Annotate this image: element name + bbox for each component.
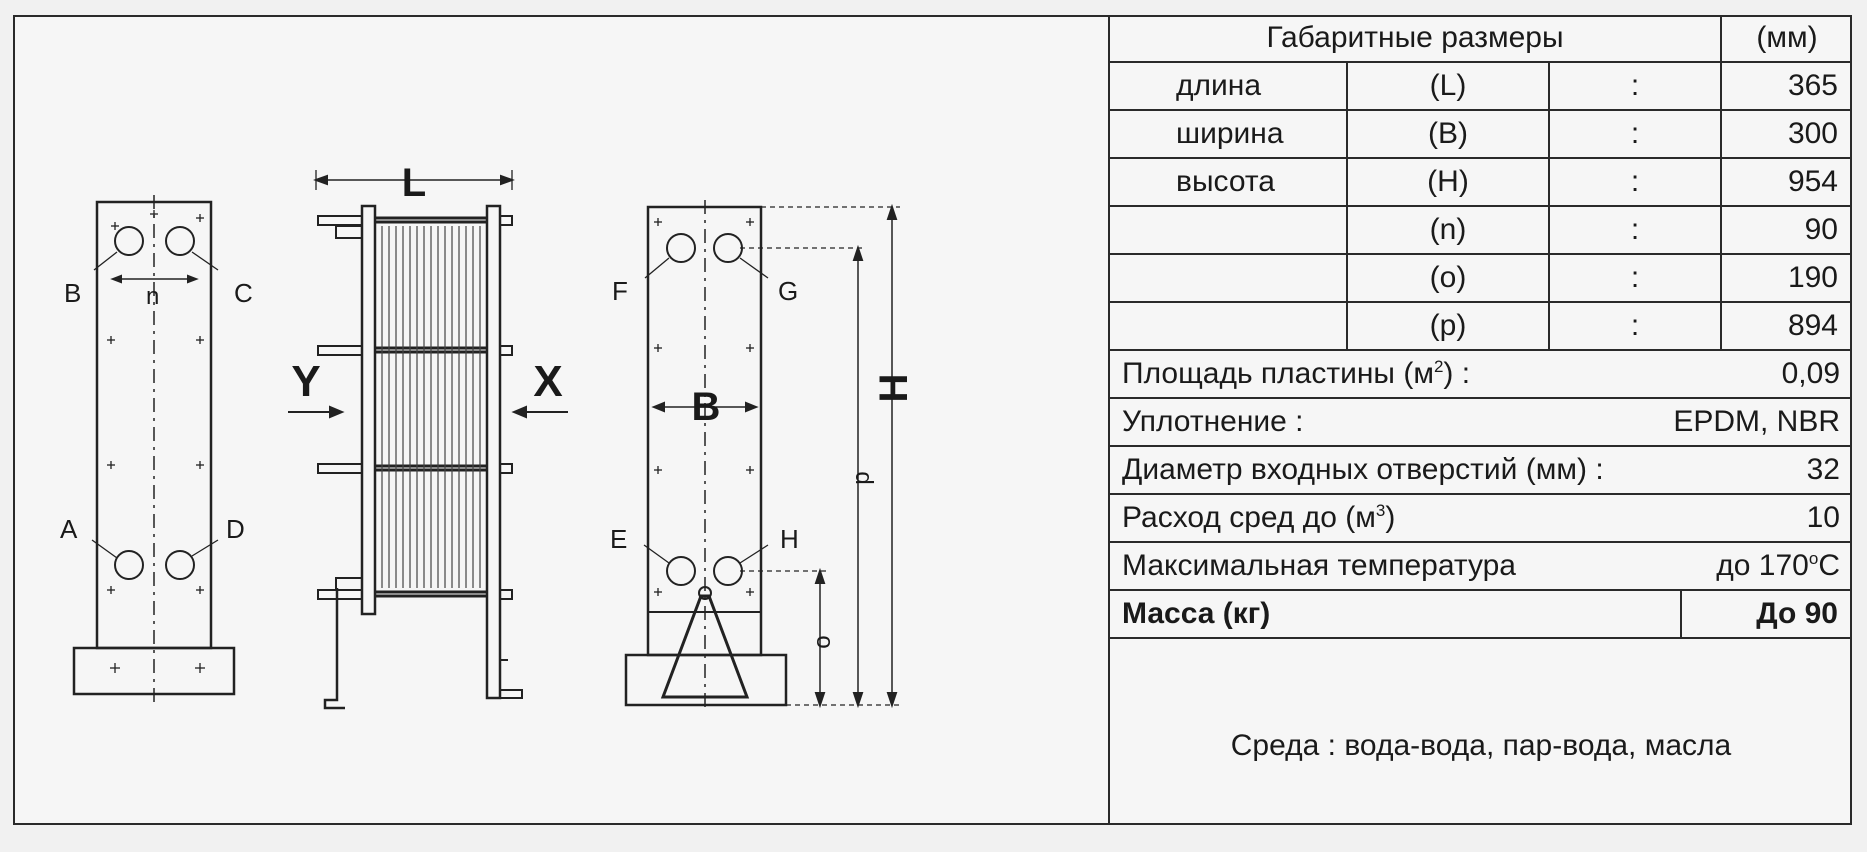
dimension-value: 365 (1787, 69, 1838, 102)
inlet-diameter-value: 32 (1806, 453, 1840, 486)
plate-area-row: Площадь пластины (м2) : 0,09 (1110, 351, 1852, 399)
dimension-separator: : (1550, 159, 1722, 205)
plate-area-value: 0,09 (1781, 357, 1840, 390)
flow-label-x: X (533, 357, 562, 406)
technical-drawing: B C n A D L (60, 161, 916, 710)
dimension-symbol: (p) (1348, 303, 1550, 349)
dimension-name: ширина (1110, 111, 1348, 157)
dimension-name: высота (1110, 159, 1348, 205)
dimension-separator: : (1550, 111, 1722, 157)
dimension-row-width: ширина (B) : 300 (1110, 111, 1852, 159)
port-label-d: D (226, 514, 245, 544)
flow-label: Расход сред до (м3) (1122, 501, 1396, 534)
dimension-row-o: (o) : 190 (1110, 255, 1852, 303)
flow-label-y: Y (291, 357, 320, 406)
dimension-value: 300 (1787, 117, 1838, 150)
max-temp-label: Максимальная температура (1122, 549, 1516, 582)
plate-rear-view: B F G E H H p o (610, 200, 916, 710)
plate-area-label: Площадь пластины (м2) : (1122, 357, 1471, 390)
mass-label: Масса (кг) (1110, 591, 1682, 637)
dimension-row-n: (n) : 90 (1110, 207, 1852, 255)
dimension-row-length: длина (L) : 365 (1110, 63, 1852, 111)
dim-label-n: n (146, 283, 159, 310)
dim-label-l: L (402, 161, 426, 205)
table-header-title: Габаритные размеры (1110, 15, 1722, 61)
dimension-symbol: (H) (1348, 159, 1550, 205)
port-label-c: C (234, 278, 253, 308)
dim-label-o: o (809, 635, 836, 648)
media-text: Среда : вода-вода, пар-вода, масла (1230, 729, 1732, 762)
spec-table: Габаритные размеры (мм) длина (L) : 365 … (1108, 15, 1852, 825)
sheet-frame (13, 15, 1852, 825)
inlet-diameter-row: Диаметр входных отверстий (мм) : 32 (1110, 447, 1852, 495)
dimension-value: 894 (1787, 309, 1838, 342)
dimension-separator: : (1550, 63, 1722, 109)
dim-label-b-width: B (692, 385, 721, 429)
max-temp-value: до 170oC (1716, 549, 1840, 582)
dimension-name (1110, 255, 1348, 301)
dimension-row-height: высота (H) : 954 (1110, 159, 1852, 207)
max-temp-row: Максимальная температура до 170oC (1110, 543, 1852, 591)
dimension-name: длина (1110, 63, 1348, 109)
dimension-value: 90 (1804, 213, 1838, 246)
heat-exchanger-side-view: L (288, 161, 568, 710)
dim-label-h-height: H (872, 374, 916, 403)
table-header-row: Габаритные размеры (мм) (1110, 15, 1852, 63)
dimension-separator: : (1550, 303, 1722, 349)
dimension-value: 190 (1787, 261, 1838, 294)
dimension-name (1110, 303, 1348, 349)
dimension-symbol: (n) (1348, 207, 1550, 253)
port-label-b: B (64, 278, 81, 308)
dimension-separator: : (1550, 207, 1722, 253)
table-header-unit: (мм) (1756, 21, 1818, 54)
dimension-symbol: (o) (1348, 255, 1550, 301)
gasket-value: EPDM, NBR (1673, 405, 1840, 438)
dimension-separator: : (1550, 255, 1722, 301)
port-label-g: G (778, 276, 798, 306)
port-label-e: E (610, 524, 627, 554)
flow-row: Расход сред до (м3) 10 (1110, 495, 1852, 543)
port-label-f: F (612, 276, 628, 306)
inlet-diameter-label: Диаметр входных отверстий (мм) : (1122, 453, 1604, 486)
dimension-symbol: (B) (1348, 111, 1550, 157)
plate-front-view: B C n A D (60, 195, 253, 705)
gasket-row: Уплотнение : EPDM, NBR (1110, 399, 1852, 447)
mass-row: Масса (кг) До 90 (1110, 591, 1852, 639)
dimension-row-p: (p) : 894 (1110, 303, 1852, 351)
dim-label-p: p (848, 471, 875, 484)
port-label-a: A (60, 514, 78, 544)
dimension-symbol: (L) (1348, 63, 1550, 109)
dimension-name (1110, 207, 1348, 253)
port-label-h: H (780, 524, 799, 554)
mass-value: До 90 (1756, 597, 1838, 630)
flow-value: 10 (1806, 501, 1840, 534)
dimension-value: 954 (1787, 165, 1838, 198)
gasket-label: Уплотнение : (1122, 405, 1304, 438)
